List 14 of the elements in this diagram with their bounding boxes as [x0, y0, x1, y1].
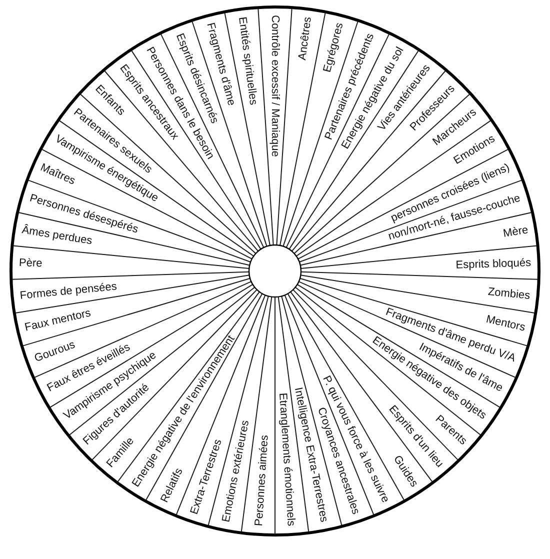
sector-label: Formes de pensées: [20, 280, 118, 302]
sector-label: Mentors: [484, 313, 526, 334]
sector-label: Personnes aimées: [252, 435, 270, 527]
sector-label: Ancêtres: [296, 16, 314, 61]
sector-label: Père: [18, 256, 43, 270]
sector-label: Esprits bloqués: [455, 256, 532, 272]
sector-label: Âmes perdues: [21, 224, 94, 248]
sector-label: Zombies: [487, 286, 530, 302]
sector-label: Etranglements émotionnels: [276, 393, 298, 527]
sector-label: Faux mentors: [24, 307, 92, 334]
sector-label: Mère: [502, 224, 529, 240]
sector-label: Contrôle excessif / Maniaque: [269, 15, 281, 157]
sector-label: Entités spirituelles: [236, 16, 260, 106]
sector-label: Emotions extérieures: [220, 420, 252, 524]
